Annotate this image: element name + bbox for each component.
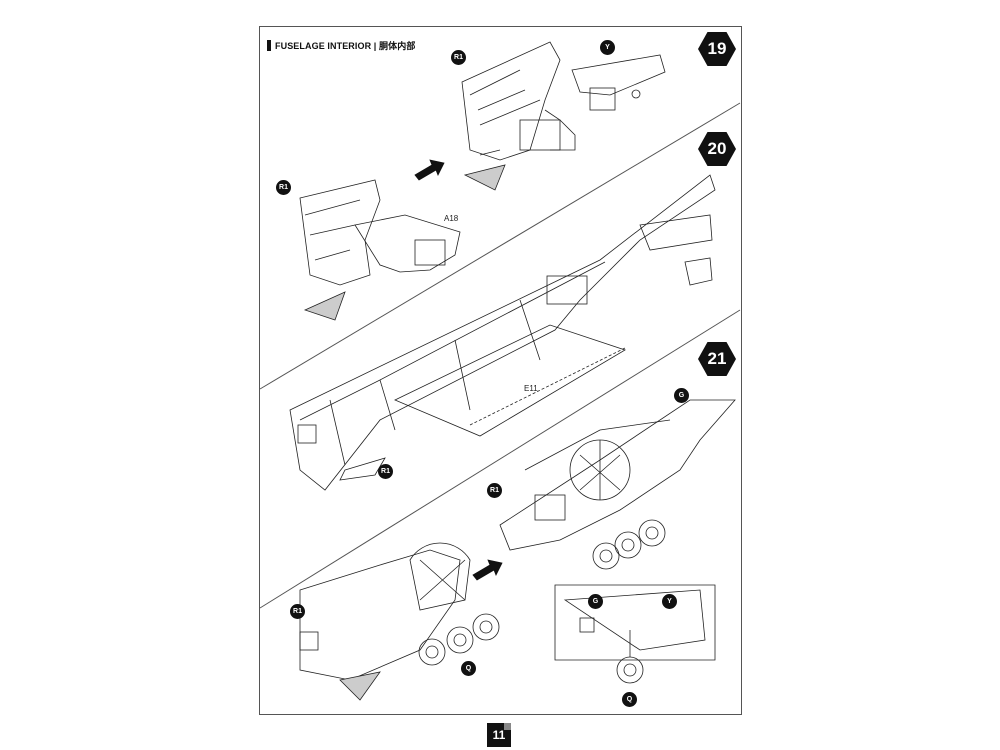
step21-detail-inset <box>554 584 716 684</box>
page-number-text: 11 <box>492 728 506 742</box>
title-bar-marker <box>267 40 271 51</box>
page-corner-mark <box>504 723 511 730</box>
callout-r1: R1 <box>276 180 291 195</box>
callout-y: Y <box>600 40 615 55</box>
step21-main-assembly <box>499 399 736 570</box>
callout-r1: R1 <box>378 464 393 479</box>
r1-subassembly <box>299 179 461 321</box>
divider-19-20 <box>259 102 741 390</box>
callout-q: Q <box>461 661 476 676</box>
divider-20-21 <box>259 309 741 609</box>
instruction-sheet <box>259 26 742 715</box>
step20-fuselage <box>289 174 716 491</box>
arrow-step21 <box>472 559 503 581</box>
page-number: 11 <box>487 723 511 747</box>
section-title-text: FUSELAGE INTERIOR | 胴体内部 <box>275 41 416 51</box>
step19-assembly <box>461 41 666 191</box>
callout-a18: A18 <box>444 214 459 223</box>
callout-g: G <box>674 388 689 403</box>
callout-e11: E11 <box>524 384 538 393</box>
callout-q: Q <box>622 692 637 707</box>
callout-r1: R1 <box>487 483 502 498</box>
callout-y: Y <box>662 594 677 609</box>
callout-r1: R1 <box>451 50 466 65</box>
step21-left-assembly <box>299 542 500 701</box>
callout-r1: R1 <box>290 604 305 619</box>
section-title: FUSELAGE INTERIOR | 胴体内部 <box>267 39 415 52</box>
callout-g: G <box>588 594 603 609</box>
arrow-step19 <box>414 159 445 181</box>
